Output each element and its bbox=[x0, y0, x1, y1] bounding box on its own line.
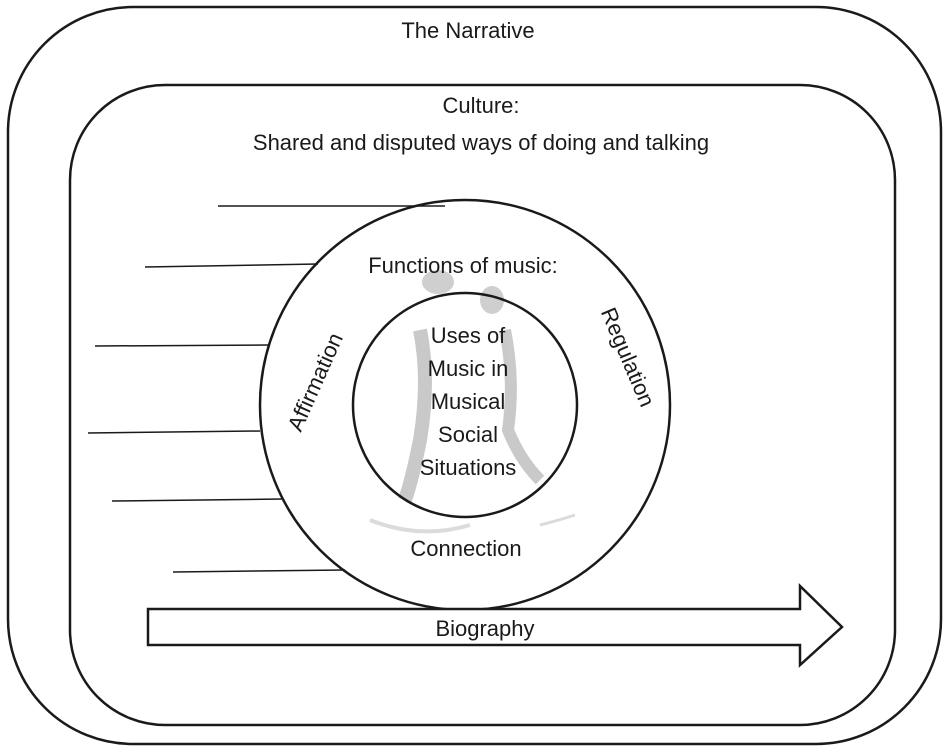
biography-arrow bbox=[146, 583, 844, 668]
uses-label-line: Music in bbox=[428, 356, 509, 381]
uses-label-line: Musical bbox=[431, 389, 506, 414]
connection-label: Connection bbox=[410, 536, 521, 561]
ruled-line bbox=[144, 263, 319, 268]
uses-label: Uses of Music in Musical Social Situatio… bbox=[420, 323, 517, 480]
uses-label-line: Situations bbox=[420, 455, 517, 480]
culture-label: Culture: bbox=[442, 93, 519, 118]
functions-title: Functions of music: bbox=[368, 253, 558, 278]
ruled-line bbox=[172, 569, 346, 573]
ruled-line bbox=[87, 430, 261, 434]
uses-label-line: Social bbox=[438, 422, 498, 447]
narrative-label: The Narrative bbox=[401, 18, 534, 43]
ruled-lines bbox=[87, 205, 445, 573]
narrative-frame bbox=[6, 5, 943, 746]
uses-circle bbox=[351, 291, 579, 519]
affirmation-label: Affirmation bbox=[282, 329, 347, 435]
culture-description: Shared and disputed ways of doing and ta… bbox=[253, 130, 709, 155]
background-figure-sketch bbox=[369, 270, 576, 534]
ruled-line bbox=[94, 344, 269, 347]
ruled-line bbox=[111, 498, 284, 502]
culture-frame bbox=[68, 83, 897, 727]
uses-label-line: Uses of bbox=[431, 323, 506, 348]
biography-label: Biography bbox=[435, 616, 534, 641]
